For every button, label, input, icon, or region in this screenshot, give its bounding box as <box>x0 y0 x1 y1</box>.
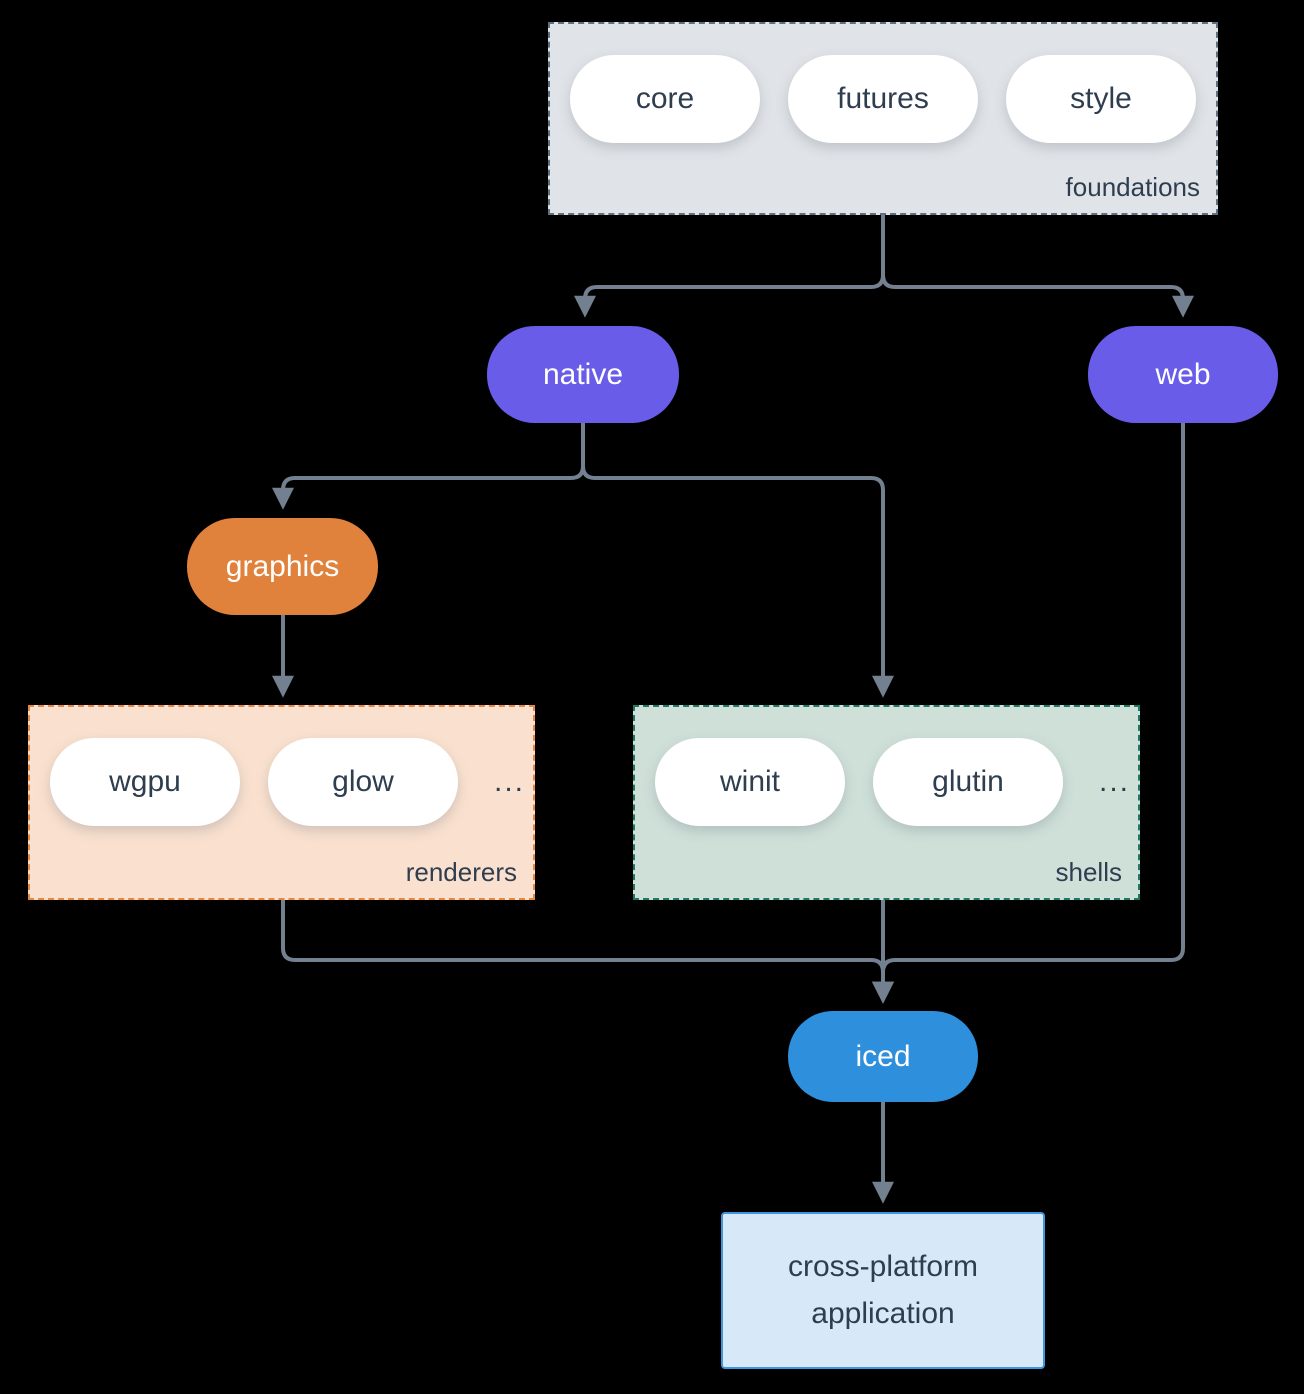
node-graphics: graphics <box>187 518 378 615</box>
pill-glow: glow <box>268 738 458 826</box>
shells-pill-row: winit glutin ... <box>635 707 1138 826</box>
edge-native-graphics <box>272 423 585 510</box>
foundations-label: foundations <box>1065 172 1200 202</box>
node-native: native <box>487 326 679 423</box>
pill-futures: futures <box>788 55 978 143</box>
pill-wgpu: wgpu <box>50 738 240 826</box>
edge-foundations-native <box>574 215 885 318</box>
renderers-label: renderers <box>405 857 517 887</box>
pill-core: core <box>570 55 760 143</box>
pill-winit: winit <box>655 738 845 826</box>
renderers-pill-row: wgpu glow ... <box>30 707 533 826</box>
edge-native-shells <box>581 423 894 698</box>
edge-renderers-iced <box>281 900 894 1004</box>
foundations-pill-row: core futures style <box>550 24 1216 143</box>
group-foundations: core futures style foundations <box>548 22 1218 215</box>
pill-glutin: glutin <box>873 738 1063 826</box>
shells-label: shells <box>1055 857 1122 887</box>
shells-ellipsis: ... <box>1099 765 1131 798</box>
edge-foundations-web <box>881 215 1194 318</box>
node-cross-platform-application: cross-platform application <box>721 1212 1045 1369</box>
node-iced: iced <box>788 1011 978 1102</box>
group-renderers: wgpu glow ... renderers <box>28 705 535 900</box>
pill-style: style <box>1006 55 1196 143</box>
node-web: web <box>1088 326 1278 423</box>
group-shells: winit glutin ... shells <box>633 705 1140 900</box>
renderers-ellipsis: ... <box>494 765 526 798</box>
